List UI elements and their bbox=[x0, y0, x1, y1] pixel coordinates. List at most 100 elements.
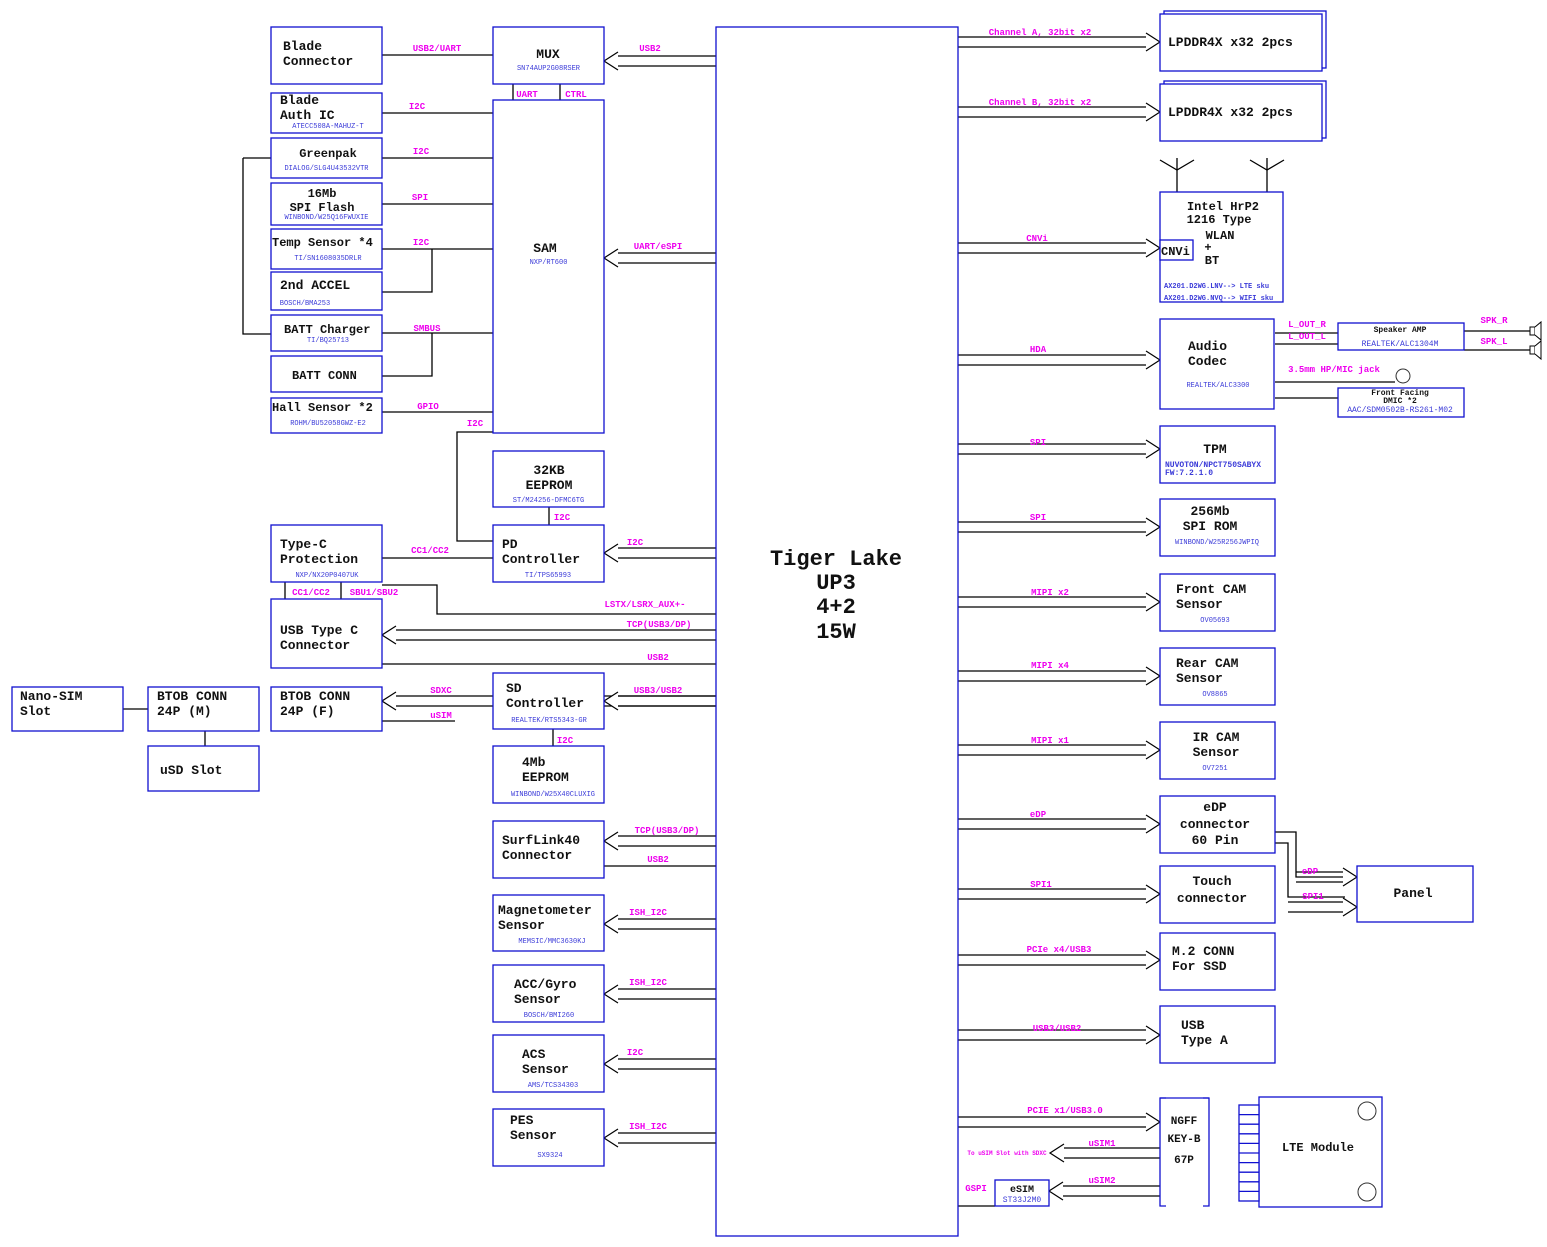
signal-label-sam-uart-espi: UART/eSPI bbox=[634, 242, 683, 252]
block-spi-flash-16mb bbox=[270, 182, 383, 226]
part-number: SX9324 bbox=[537, 1152, 562, 1160]
block-nano-sim-slot bbox=[11, 686, 124, 732]
block-label: Auth IC bbox=[280, 108, 335, 123]
block-label: Sensor bbox=[1176, 671, 1223, 686]
block-label: ACC/Gyro bbox=[514, 977, 577, 992]
block-label: WLAN bbox=[1206, 229, 1235, 243]
signal-label-blade-usb2-uart: USB2/UART bbox=[413, 44, 462, 54]
signal-label-pd-i2c: I2C bbox=[627, 538, 644, 548]
block-lpddr4x-b bbox=[1159, 80, 1327, 142]
signal-label-panel-edp: eDP bbox=[1302, 867, 1319, 877]
signal-label-rom-spi: SPI bbox=[1030, 513, 1046, 523]
bus-acs-i2c bbox=[602, 1054, 716, 1074]
block-label: DMIC *2 bbox=[1383, 397, 1417, 406]
signal-label-mux-uart: UART bbox=[516, 90, 538, 100]
signal-label-eeprom-i2c: I2C bbox=[554, 513, 571, 523]
signal-label-conn-sbu: SBU1/SBU2 bbox=[350, 588, 399, 598]
wire bbox=[1275, 842, 1345, 898]
signal-label-mag-i2c: ISH_I2C bbox=[629, 908, 667, 918]
block-speaker-amp bbox=[1337, 322, 1465, 351]
bus-pcie-ssd bbox=[958, 950, 1162, 970]
bus-mipi2 bbox=[958, 592, 1162, 612]
block-hall-sensor bbox=[270, 397, 383, 434]
ngff-bracket-left bbox=[1159, 1097, 1166, 1207]
part-number: DIALOG/SLG4U43532VTR bbox=[284, 165, 369, 173]
signal-label-gspi: GSPI bbox=[965, 1184, 987, 1194]
block-label: Touch bbox=[1192, 874, 1231, 889]
signal-label-greenpak-i2c: I2C bbox=[413, 147, 430, 157]
block-label: Connector bbox=[502, 848, 572, 863]
block-magnetometer bbox=[492, 894, 605, 952]
bus-uart-espi bbox=[602, 248, 716, 268]
block-label: Greenpak bbox=[299, 147, 357, 161]
block-usb-type-a bbox=[1159, 1005, 1276, 1064]
signal-label-sam-pd-i2c: I2C bbox=[467, 419, 484, 429]
block-label: + bbox=[1204, 241, 1211, 255]
signal-label-ch-b: Channel B, 32bit x2 bbox=[989, 98, 1092, 108]
block-label: EEPROM bbox=[522, 770, 569, 785]
block-touch-connector bbox=[1159, 865, 1276, 924]
block-pes-sensor bbox=[492, 1108, 605, 1167]
signal-label-flash-spi: SPI bbox=[412, 193, 428, 203]
block-label: Sensor bbox=[498, 918, 545, 933]
block-label: M.2 CONN bbox=[1172, 944, 1234, 959]
part-number: WINBOND/W25R256JWPIQ bbox=[1175, 539, 1259, 547]
block-label: Protection bbox=[280, 552, 358, 567]
signal-label-usim1-note: To uSIM Slot with SDXC bbox=[967, 1150, 1047, 1157]
bus-rom-spi bbox=[958, 517, 1162, 537]
signal-label-lout-r: L_OUT_R bbox=[1288, 320, 1326, 330]
cnvi-port bbox=[1159, 239, 1194, 261]
part-number: NXP/NX20P0407UK bbox=[295, 572, 359, 580]
signal-label-typec-tcp: TCP(USB3/DP) bbox=[627, 620, 692, 630]
block-label: 1216 Type bbox=[1187, 213, 1252, 227]
block-label: Controller bbox=[506, 696, 584, 711]
block-label: LPDDR4X x32 2pcs bbox=[1168, 35, 1293, 50]
signal-label-pcie-wwan: PCIE x1/USB3.0 bbox=[1027, 1106, 1103, 1116]
block-label: SAM bbox=[533, 241, 557, 256]
block-label: Blade bbox=[283, 39, 322, 54]
block-label: connector bbox=[1177, 891, 1247, 906]
block-temp-sensor bbox=[270, 228, 383, 270]
signal-label-surflink-usb2: USB2 bbox=[647, 855, 669, 865]
signal-label-mux-ctrl: CTRL bbox=[565, 90, 587, 100]
block-label: 2nd ACCEL bbox=[280, 278, 350, 293]
block-blade-auth-ic bbox=[270, 92, 383, 134]
block-batt-conn bbox=[270, 355, 383, 393]
block-label: BATT Charger bbox=[284, 323, 370, 337]
signal-label-spk-l: SPK_L bbox=[1480, 337, 1507, 347]
part-number: AMS/TCS34303 bbox=[528, 1082, 578, 1090]
block-rear-cam bbox=[1159, 647, 1276, 706]
block-label: Hall Sensor *2 bbox=[272, 401, 373, 415]
block-label: Type-C bbox=[280, 537, 327, 552]
part-number: TI/SN1608035DRLR bbox=[294, 255, 362, 263]
block-label: BATT CONN bbox=[292, 369, 357, 383]
lte-edge-connector bbox=[1238, 1104, 1260, 1202]
block-front-cam bbox=[1159, 573, 1276, 632]
signal-label-mipi2: MIPI x2 bbox=[1031, 588, 1069, 598]
signal-label-spi1: SPI1 bbox=[1030, 880, 1052, 890]
signal-label-hp-jack: 3.5mm HP/MIC jack bbox=[1288, 365, 1380, 375]
part-number: REALTEK/ALC1304M bbox=[1362, 340, 1439, 349]
part-number: WINBOND/W25Q16FWUXIE bbox=[284, 214, 368, 222]
block-label: Connector bbox=[283, 54, 353, 69]
ngff-bracket-right bbox=[1203, 1097, 1210, 1207]
block-label: Intel HrP2 bbox=[1187, 200, 1259, 214]
signal-label-mipi4: MIPI x4 bbox=[1031, 661, 1069, 671]
wire bbox=[1275, 831, 1345, 878]
block-label: Speaker AMP bbox=[1374, 326, 1427, 335]
part-number: ROHM/BU52058GWZ-E2 bbox=[290, 420, 366, 428]
block-label: MUX bbox=[536, 47, 560, 62]
block-label: Nano-SIM bbox=[20, 689, 83, 704]
part-number: AX201.D2WG.LNV--> LTE sku bbox=[1164, 283, 1269, 291]
bus-edp bbox=[958, 814, 1162, 834]
block-label: KEY-B bbox=[1167, 1134, 1200, 1146]
block-label: SPI ROM bbox=[1183, 519, 1238, 534]
block-label: For SSD bbox=[1172, 959, 1227, 974]
part-number: ATECC508A-MAHUZ-T bbox=[292, 123, 363, 131]
block-label: 32KB bbox=[533, 463, 564, 478]
cpu-label-line: 4+2 bbox=[816, 595, 856, 620]
block-label: Magnetometer bbox=[498, 903, 592, 918]
mounting-hole-icon bbox=[1357, 1101, 1377, 1121]
block-eeprom-4mb bbox=[492, 745, 605, 804]
